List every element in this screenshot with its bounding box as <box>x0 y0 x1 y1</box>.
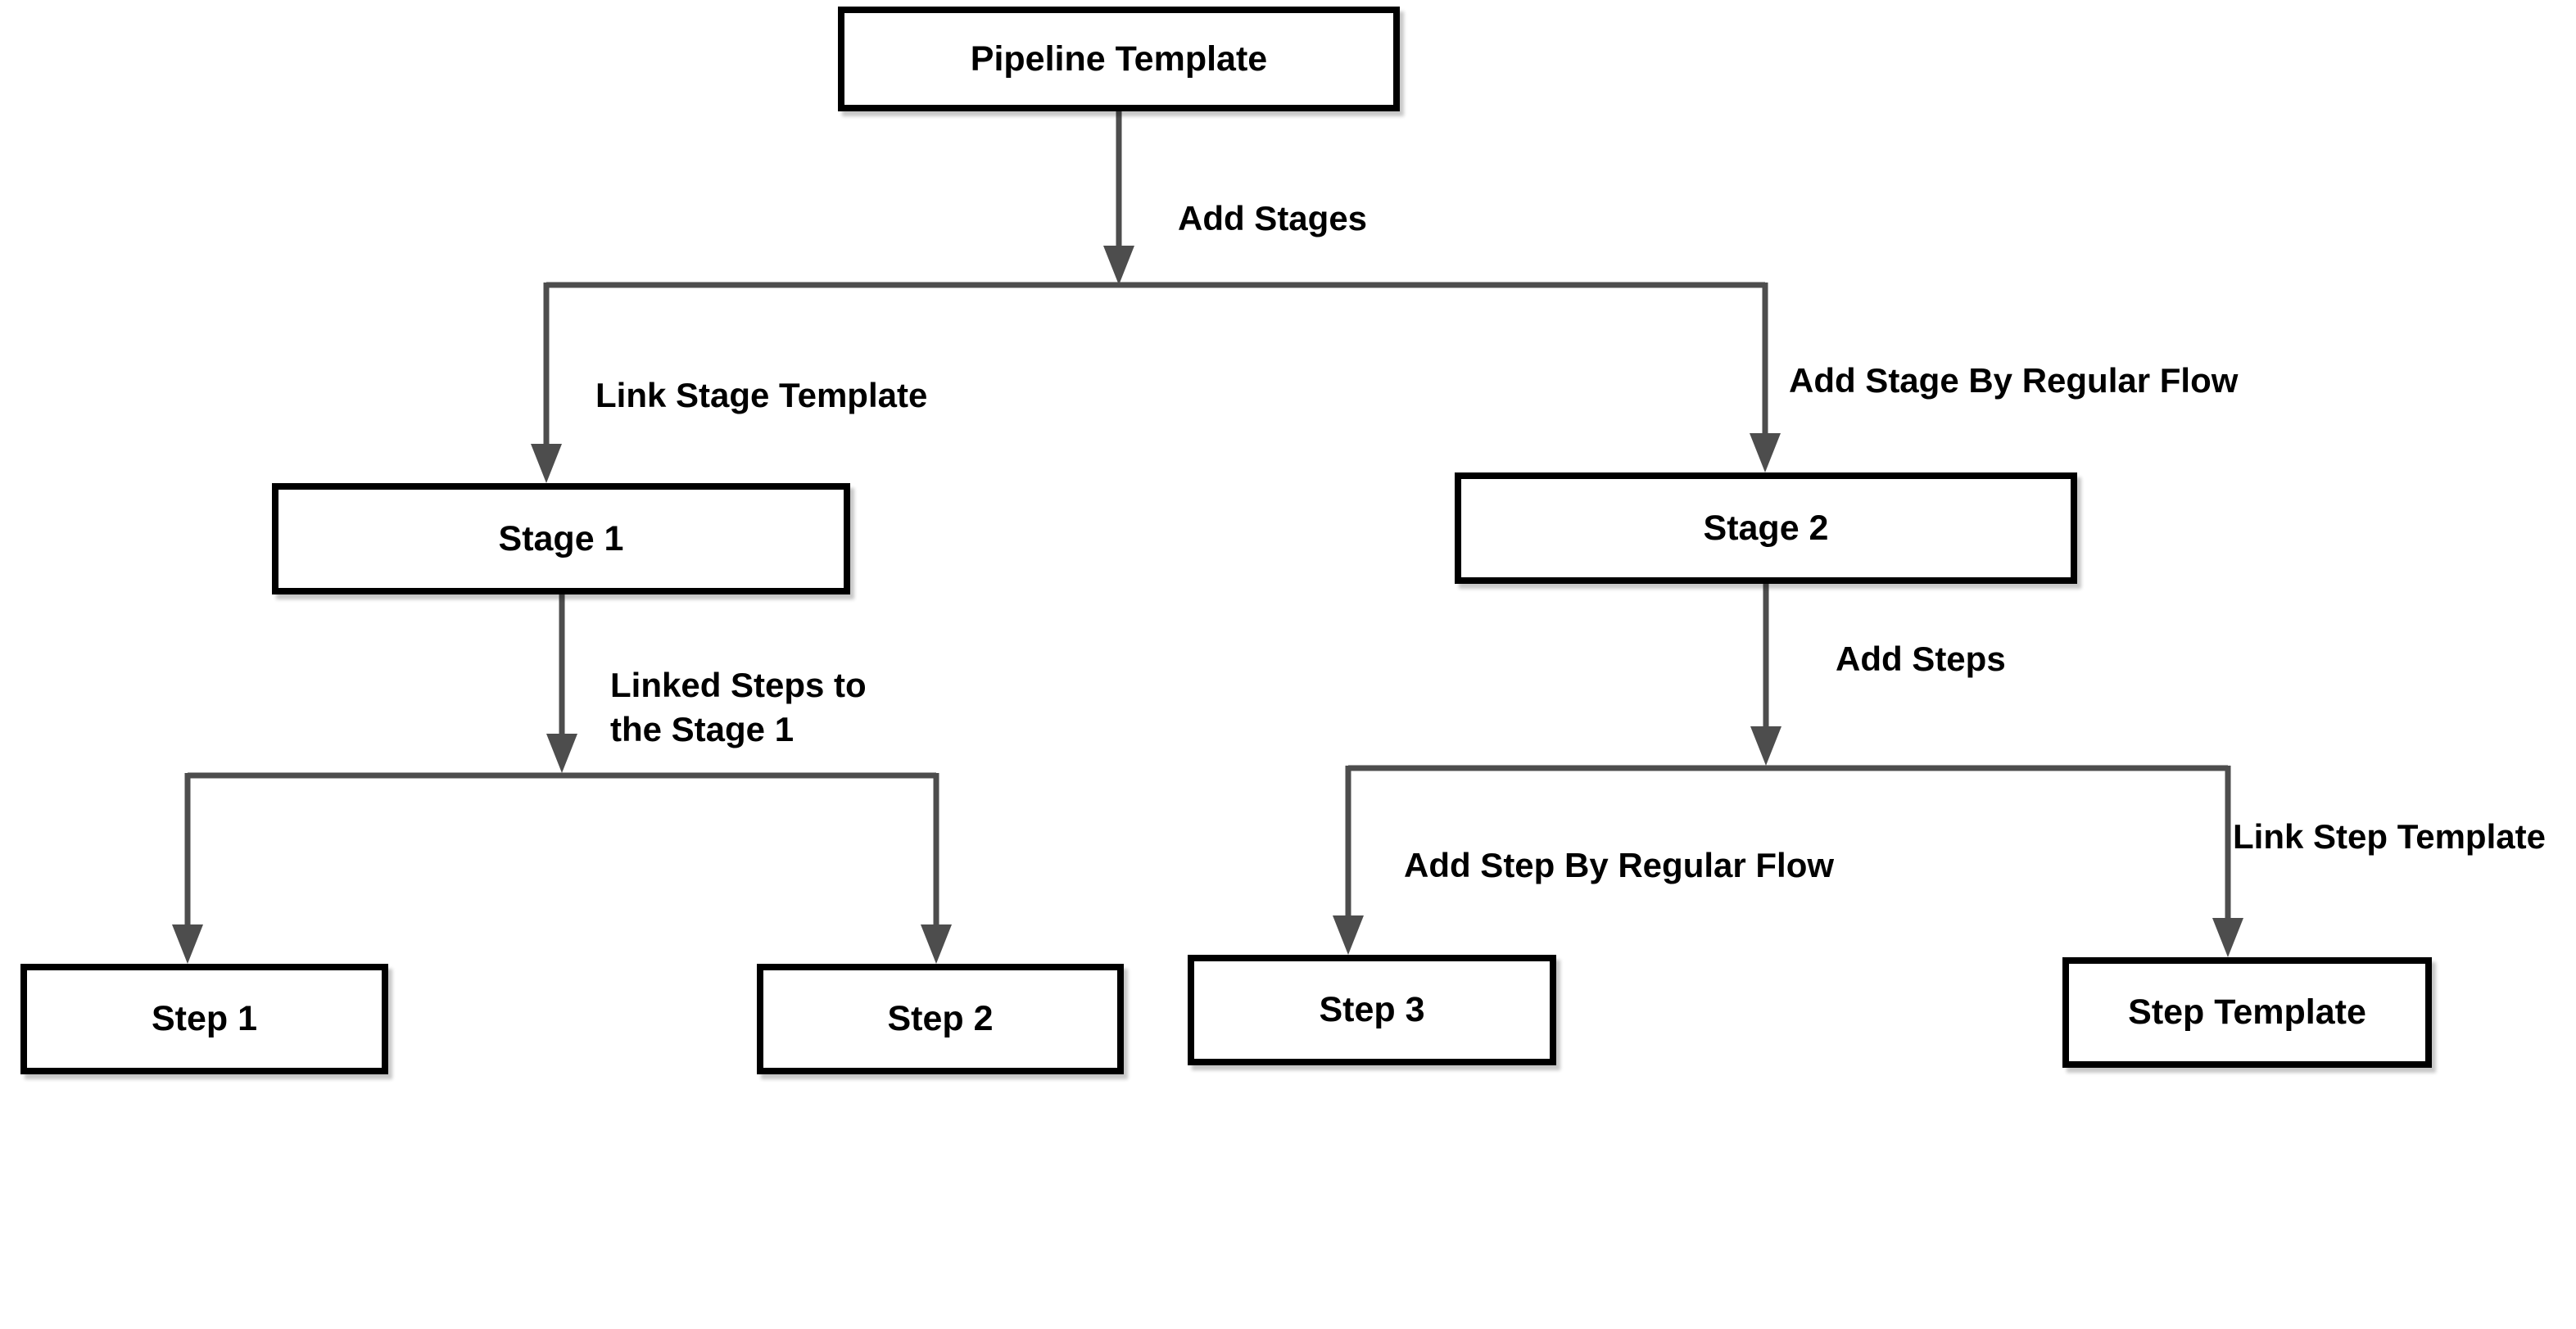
node-step-1-label: Step 1 <box>151 999 258 1038</box>
node-step-1: Step 1 <box>20 964 388 1074</box>
node-step-template: Step Template <box>2062 957 2432 1068</box>
edge-label-linked-steps-line1: Linked Steps to <box>610 666 867 704</box>
edge-label-add-stage-by-regular-flow: Add Stage By Regular Flow <box>1789 361 2239 400</box>
node-stage-1-label: Stage 1 <box>498 518 624 558</box>
connector-pipeline-to-stages-arrowhead <box>1103 246 1134 285</box>
connector-stage1-to-steps-arrowhead <box>546 734 577 773</box>
node-pipeline-template: Pipeline Template <box>838 7 1400 111</box>
connector-stage2-to-steps-arrowhead <box>1750 726 1781 766</box>
edge-label-add-step-by-regular-flow: Add Step By Regular Flow <box>1404 846 1835 884</box>
connector-split-to-step3-arrowhead <box>1333 915 1364 955</box>
edge-label-linked-steps: Linked Steps to the Stage 1 <box>610 663 867 752</box>
connector-split-to-step1-arrowhead <box>172 924 203 964</box>
edge-label-link-step-template: Link Step Template <box>2233 817 2546 856</box>
edge-label-link-stage-template: Link Stage Template <box>595 376 928 414</box>
edge-label-add-steps: Add Steps <box>1836 640 2006 678</box>
connector-split-to-stage2-arrowhead <box>1750 433 1781 472</box>
node-step-2: Step 2 <box>757 964 1124 1074</box>
node-pipeline-template-label: Pipeline Template <box>970 38 1268 79</box>
connector-split-to-stage1-arrowhead <box>531 444 562 483</box>
node-stage-1: Stage 1 <box>272 483 850 594</box>
node-step-3: Step 3 <box>1188 955 1556 1065</box>
node-step-3-label: Step 3 <box>1319 990 1425 1029</box>
node-stage-2-label: Stage 2 <box>1703 508 1829 548</box>
edge-label-linked-steps-line2: the Stage 1 <box>610 710 795 748</box>
edge-label-add-stages: Add Stages <box>1178 199 1368 237</box>
node-step-2-label: Step 2 <box>887 999 994 1038</box>
node-stage-2: Stage 2 <box>1455 472 2077 584</box>
connector-split-to-step2-arrowhead <box>921 924 952 964</box>
node-step-template-label: Step Template <box>2128 992 2366 1032</box>
connector-split-to-steptemplate-arrowhead <box>2212 918 2243 957</box>
